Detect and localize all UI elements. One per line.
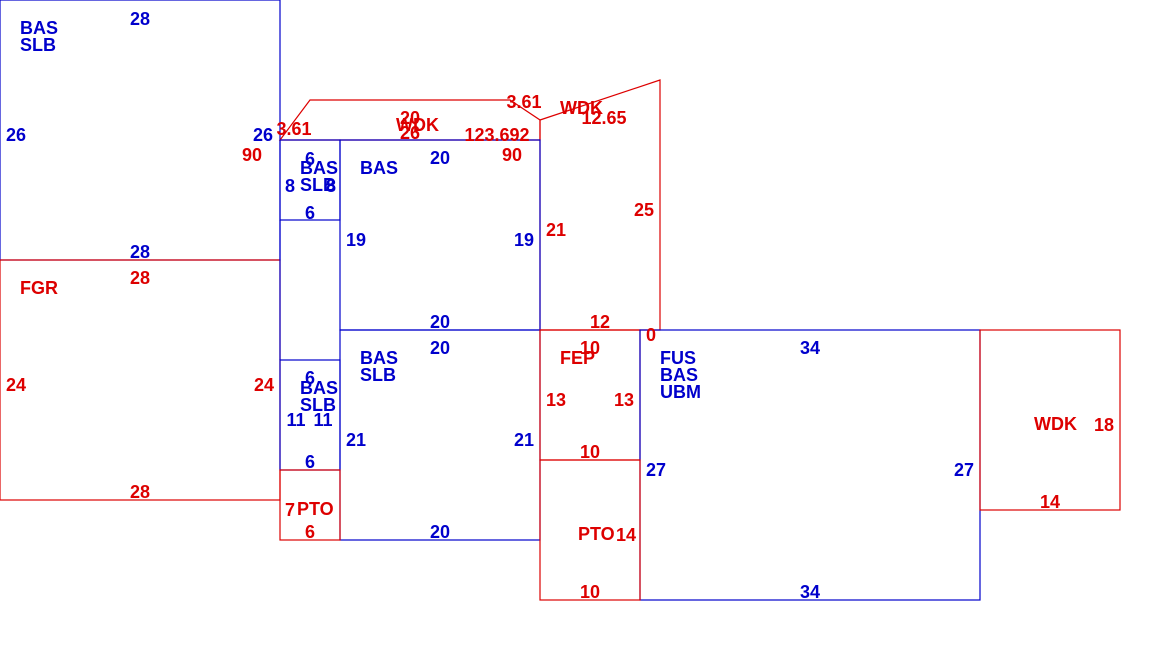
dimension-label-small-lower-right: 11 bbox=[313, 410, 332, 430]
dimension-label-wdk-ur-left: 21 bbox=[546, 220, 566, 240]
dimension-label-small-upper-top: 6 bbox=[305, 149, 315, 169]
dimension-label-fus-top: 34 bbox=[800, 338, 820, 358]
dimension-label-strip-right-90: 90 bbox=[502, 145, 522, 165]
dimension-label-wdk-ur-diag: 12.65 bbox=[581, 108, 626, 128]
outline-wdk-right bbox=[979, 329, 1121, 511]
dimension-label-top-left-bottom: 28 bbox=[130, 242, 150, 262]
area-label-line: BAS bbox=[300, 378, 338, 398]
area-label-line: BAS bbox=[20, 18, 58, 38]
dimension-label-lower-mid-bottom: 20 bbox=[430, 522, 450, 542]
dimension-label-fgr-right: 24 bbox=[254, 375, 274, 395]
dimension-label-fep-right: 13 bbox=[614, 390, 634, 410]
outline-pto-small bbox=[279, 469, 341, 541]
dimension-label-small-lower-bottom: 6 bbox=[305, 452, 315, 472]
area-label-line: PTO bbox=[578, 524, 615, 544]
area-outlines bbox=[0, 0, 1121, 601]
dimension-label-top-left-top: 28 bbox=[130, 9, 150, 29]
dimension-label-small-upper-bottom: 6 bbox=[305, 203, 315, 223]
dimension-label-fep-top: 10 bbox=[580, 338, 600, 358]
area-label-pto-small: PTO bbox=[297, 499, 334, 519]
area-label-line: SLB bbox=[300, 395, 336, 415]
dimension-label-lower-mid-left: 21 bbox=[346, 430, 366, 450]
area-label-line: WDK bbox=[560, 98, 603, 118]
area-label-bas-upper-middle: BAS bbox=[360, 158, 398, 178]
dimension-label-fgr-left: 24 bbox=[6, 375, 26, 395]
dimension-label-upper-mid-right: 19 bbox=[514, 230, 534, 250]
area-label-line: PTO bbox=[297, 499, 334, 519]
dimension-label-small-lower-top: 6 bbox=[305, 368, 315, 388]
area-label-line: SLB bbox=[20, 35, 56, 55]
dimension-label-top-left-left: 26 bbox=[6, 125, 26, 145]
dimension-label-strip-right-diag: 3.61 bbox=[506, 92, 541, 112]
dimension-label-wdk-right-right: 18 bbox=[1094, 415, 1114, 435]
area-label-fep: FEP bbox=[560, 348, 595, 368]
dimension-label-strip-left-angle: 90 bbox=[242, 145, 262, 165]
area-label-wdk-right: WDK bbox=[1034, 414, 1077, 434]
area-label-line: FUS bbox=[660, 348, 696, 368]
dimension-label-lower-mid-top: 20 bbox=[430, 338, 450, 358]
dimension-label-pto-small-bottom: 6 bbox=[305, 522, 315, 542]
dimension-label-strip-top: 20 bbox=[400, 108, 420, 128]
dimension-label-pto-small-left: 7 bbox=[285, 500, 295, 520]
dimension-label-top-left-right: 26 bbox=[253, 125, 273, 145]
dimension-label-fus-left: 27 bbox=[646, 460, 666, 480]
dimension-label-strip-left-diag: 3.61 bbox=[276, 119, 311, 139]
dimension-label-fgr-bottom: 28 bbox=[130, 482, 150, 502]
area-label-line: WDK bbox=[1034, 414, 1077, 434]
area-label-line: UBM bbox=[660, 382, 701, 402]
dimension-label-small-upper-right: 8 bbox=[326, 176, 336, 196]
dimension-label-small-upper-left: 8 bbox=[285, 176, 295, 196]
area-label-pto-large: PTO bbox=[578, 524, 615, 544]
area-label-line: FGR bbox=[20, 278, 58, 298]
dimension-label-fgr-top: 28 bbox=[130, 268, 150, 288]
dimension-label-upper-mid-bottom: 20 bbox=[430, 312, 450, 332]
dimension-label-pto-large-right: 14 bbox=[616, 525, 636, 545]
dimension-label-wdk-right-bottom: 14 bbox=[1040, 492, 1060, 512]
area-label-line: FEP bbox=[560, 348, 595, 368]
area-label-line: BAS bbox=[300, 158, 338, 178]
dimension-label-wdk-ur-zero: 0 bbox=[646, 325, 656, 345]
area-label-wdk-upper-right: WDK bbox=[560, 98, 603, 118]
dimension-label-fus-right: 27 bbox=[954, 460, 974, 480]
dimension-label-strip-bottom: 26 bbox=[400, 123, 420, 143]
area-label-line: SLB bbox=[300, 175, 336, 195]
area-label-line: WDK bbox=[396, 115, 439, 135]
area-label-line: BAS bbox=[360, 348, 398, 368]
dimension-label-fep-bottom: 10 bbox=[580, 442, 600, 462]
dimension-label-lower-mid-right: 21 bbox=[514, 430, 534, 450]
dimension-label-strip-right-angle: 123.692 bbox=[464, 125, 529, 145]
dimension-label-wdk-ur-bottom: 12 bbox=[590, 312, 610, 332]
area-label-line: SLB bbox=[360, 365, 396, 385]
dimension-label-wdk-ur-right: 25 bbox=[634, 200, 654, 220]
dimension-label-fep-left: 13 bbox=[546, 390, 566, 410]
area-label-line: BAS bbox=[660, 365, 698, 385]
area-label-fgr: FGR bbox=[20, 278, 58, 298]
outline-pto-large bbox=[539, 459, 641, 601]
dimension-label-pto-large-bottom: 10 bbox=[580, 582, 600, 602]
dimension-label-upper-mid-left: 19 bbox=[346, 230, 366, 250]
dimension-label-upper-mid-top: 20 bbox=[430, 148, 450, 168]
area-label-wdk-top-strip: WDK bbox=[396, 115, 439, 135]
area-label-line: BAS bbox=[360, 158, 398, 178]
dimension-label-small-lower-left: 11 bbox=[286, 410, 305, 430]
dimension-label-fus-bottom: 34 bbox=[800, 582, 820, 602]
